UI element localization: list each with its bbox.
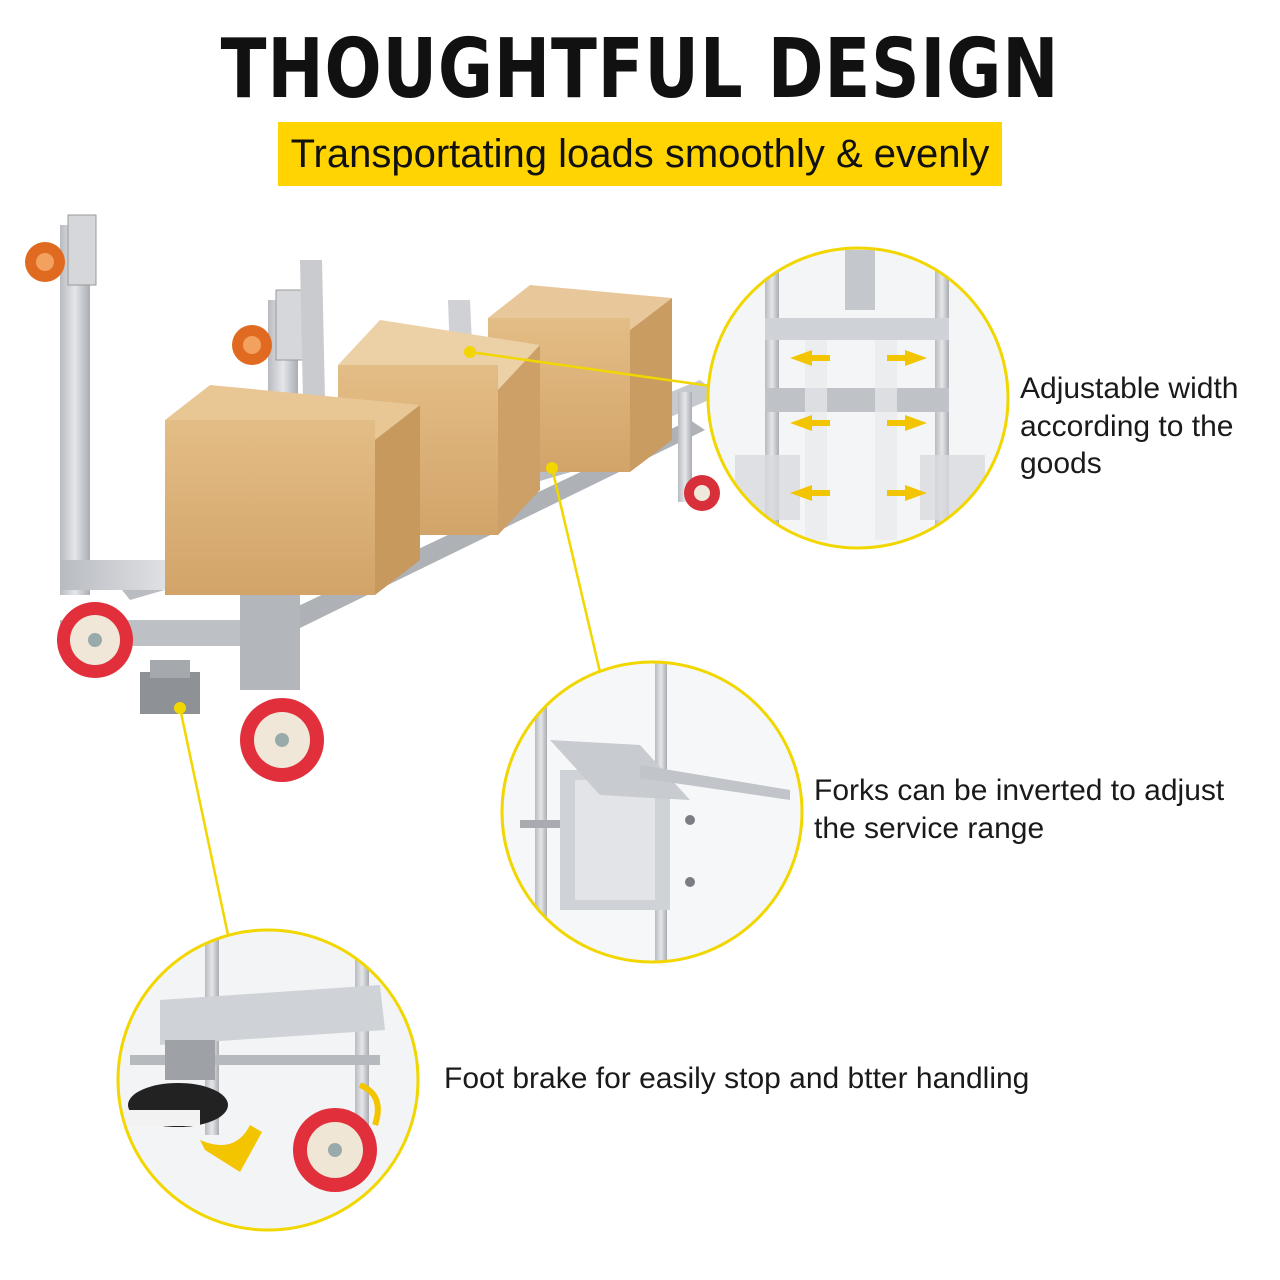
width-adjust-detail: [706, 246, 1010, 550]
cart-illustration: [25, 214, 720, 782]
feature-caption-brake: Foot brake for easily stop and btter han…: [444, 1062, 1030, 1095]
foot-brake-detail: [116, 928, 420, 1232]
callout-dot: [464, 346, 476, 358]
fork-invert-detail: [500, 660, 804, 964]
page-title: THOUGHTFUL DESIGN: [220, 22, 1060, 117]
feature-caption-forks: Forks can be inverted to adjust the serv…: [814, 774, 1225, 845]
callout-dot: [546, 462, 558, 474]
feature-caption-width: Adjustable width according to the goods: [1020, 372, 1239, 480]
subtitle-banner: Transportating loads smoothly & evenly: [278, 122, 1002, 186]
callout-dot: [174, 702, 186, 714]
subtitle-text: Transportating loads smoothly & evenly: [290, 131, 990, 176]
cardboard-boxes: [165, 285, 672, 595]
